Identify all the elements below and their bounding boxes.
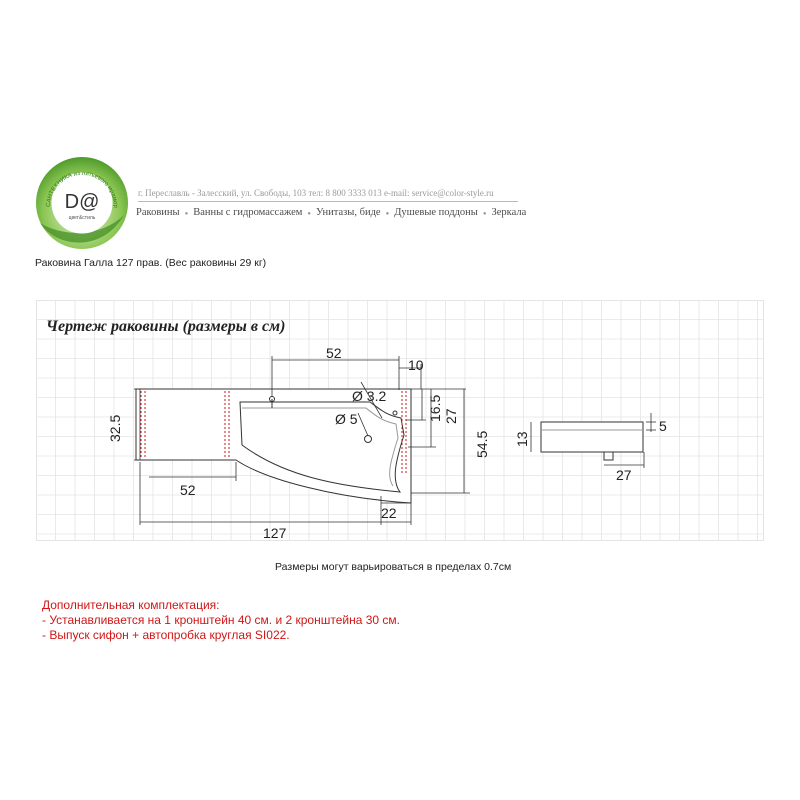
extras-block: Дополнительная комплектация: - Устанавли…	[42, 598, 400, 643]
bracket-markers	[140, 391, 407, 475]
dim-top-width: 52	[326, 345, 342, 361]
dim-left-width: 52	[180, 482, 196, 498]
nav-separator: ●	[385, 211, 390, 217]
dim-hole-small: Ø 3.2	[352, 388, 386, 404]
category-nav: Раковины ● Ванны с гидромассажем ● Унитазы, …	[136, 207, 526, 218]
dimension-lines	[134, 356, 470, 525]
company-logo: САНТЕХНИКА из литьевого мрамора D@ цвет&…	[32, 153, 128, 249]
dim-height-middle: 27	[443, 408, 459, 424]
logo-leaf	[40, 215, 124, 243]
sink-drawing: 52 10 Ø 3.2 Ø 5 32.5 16.5 27 54.5 52 22 …	[36, 300, 764, 541]
nav-item[interactable]: Раковины	[136, 207, 180, 218]
drawing-title: Чертеж раковины (размеры в см)	[46, 318, 286, 335]
dim-right-margin: 10	[408, 357, 424, 373]
dim-depth-total: 54.5	[474, 431, 490, 458]
dim-side-rim: 5	[659, 418, 667, 434]
contact-info: г. Переславль - Залесский, ул. Свободы, …	[138, 188, 494, 198]
side-outline	[540, 421, 644, 453]
dim-total-length: 127	[263, 525, 287, 541]
nav-item[interactable]: Зеркала	[491, 207, 527, 218]
dim-height-right-inner: 16.5	[427, 395, 443, 422]
tolerance-note: Размеры могут варьироваться в пределах 0…	[275, 561, 512, 573]
logo-letter: D@	[65, 191, 100, 213]
dimension-labels: 52 10 Ø 3.2 Ø 5 32.5 16.5 27 54.5 52 22 …	[107, 345, 667, 541]
sink-side-view	[530, 413, 656, 468]
dim-side-height: 13	[514, 431, 530, 447]
nav-separator: ●	[482, 211, 487, 217]
sink-bowl-outline	[239, 401, 405, 493]
logo-brand: цвет&стиль	[69, 215, 96, 221]
extras-title: Дополнительная комплектация:	[42, 598, 220, 612]
sink-top-view	[135, 388, 412, 504]
nav-item[interactable]: Ванны с гидромассажем	[193, 207, 303, 218]
sink-outline	[135, 388, 412, 504]
dim-hole-drain: Ø 5	[335, 411, 358, 427]
dim-depth-left: 32.5	[107, 415, 123, 442]
dim-side-drain-offset: 27	[616, 467, 632, 483]
nav-separator: ●	[184, 211, 189, 217]
extras-item: - Устанавливается на 1 кронштейн 40 см. …	[42, 613, 401, 627]
nav-separator: ●	[307, 211, 312, 217]
product-title: Раковина Галла 127 прав. (Вес раковины 2…	[35, 257, 267, 269]
extras-item: - Выпуск сифон + автопробка круглая SI02…	[42, 628, 290, 642]
logo-inner-circle	[51, 172, 113, 234]
nav-item[interactable]: Унитазы, биде	[316, 207, 381, 218]
overflow-hole	[392, 410, 398, 416]
side-drain	[603, 452, 614, 461]
sink-bowl-inner	[242, 407, 399, 487]
nav-item[interactable]: Душевые поддоны	[394, 207, 478, 218]
dim-bottom-right: 22	[381, 505, 397, 521]
header-divider	[138, 201, 518, 202]
